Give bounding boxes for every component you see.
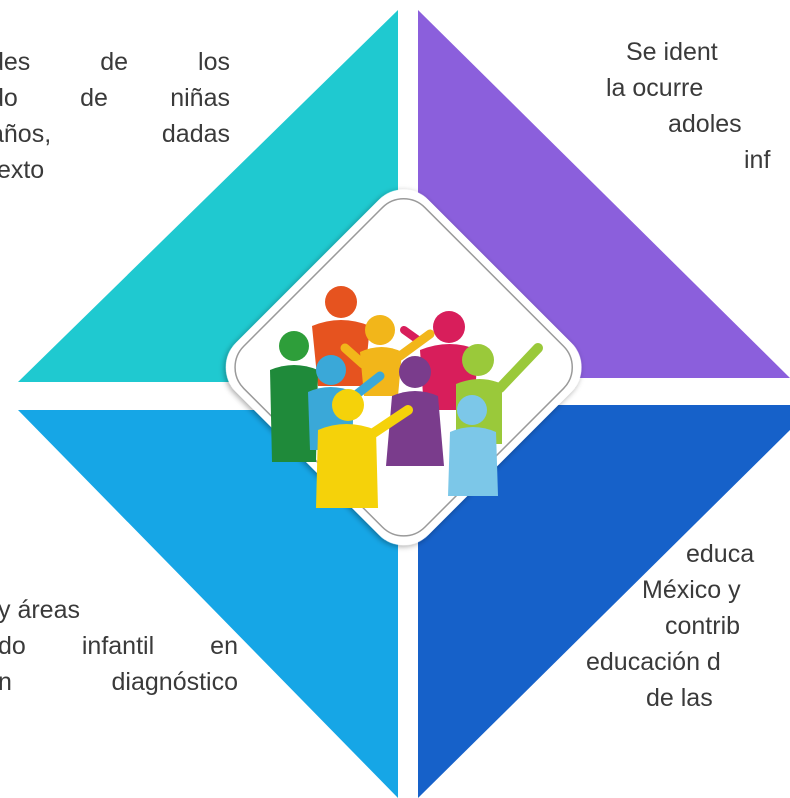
text-line: México y <box>642 576 741 604</box>
quadrant-bottom-right-text: educa México y contrib educación d de la… <box>546 500 754 716</box>
text-line: Se ident <box>626 38 718 66</box>
text-line: de las <box>646 684 713 712</box>
text-line: do de niñas <box>0 84 230 112</box>
text-line: adoles <box>668 110 742 138</box>
quadrant-bottom-left-text: y áreas do infantil en n diagnóstico <box>0 592 238 700</box>
text-line: educación d <box>586 648 721 676</box>
text-line: contrib <box>665 612 741 640</box>
text-line <box>546 500 754 536</box>
quadrant-top-left-text: des de los do de niñas años, dadas texto <box>0 44 230 188</box>
text-line: la ocurre <box>606 74 704 102</box>
person-green-left <box>270 331 318 462</box>
text-line: n diagnóstico <box>0 668 238 696</box>
text-line: años, dadas <box>0 120 230 148</box>
person-light-blue <box>448 395 498 496</box>
quadrant-bottom-left <box>18 410 398 798</box>
quadrant-bottom-right <box>418 405 790 798</box>
text-line: inf <box>744 146 771 174</box>
person-yellow-front <box>316 389 413 508</box>
community-people-icon <box>270 286 543 508</box>
text-line: educa <box>686 540 755 568</box>
text-line: y áreas <box>0 596 80 624</box>
quadrant-top-right-text: Se ident la ocurre adoles inf <box>606 34 770 178</box>
text-line: texto <box>0 156 45 184</box>
text-line: des de los <box>0 48 230 76</box>
text-line: do infantil en <box>0 632 238 660</box>
